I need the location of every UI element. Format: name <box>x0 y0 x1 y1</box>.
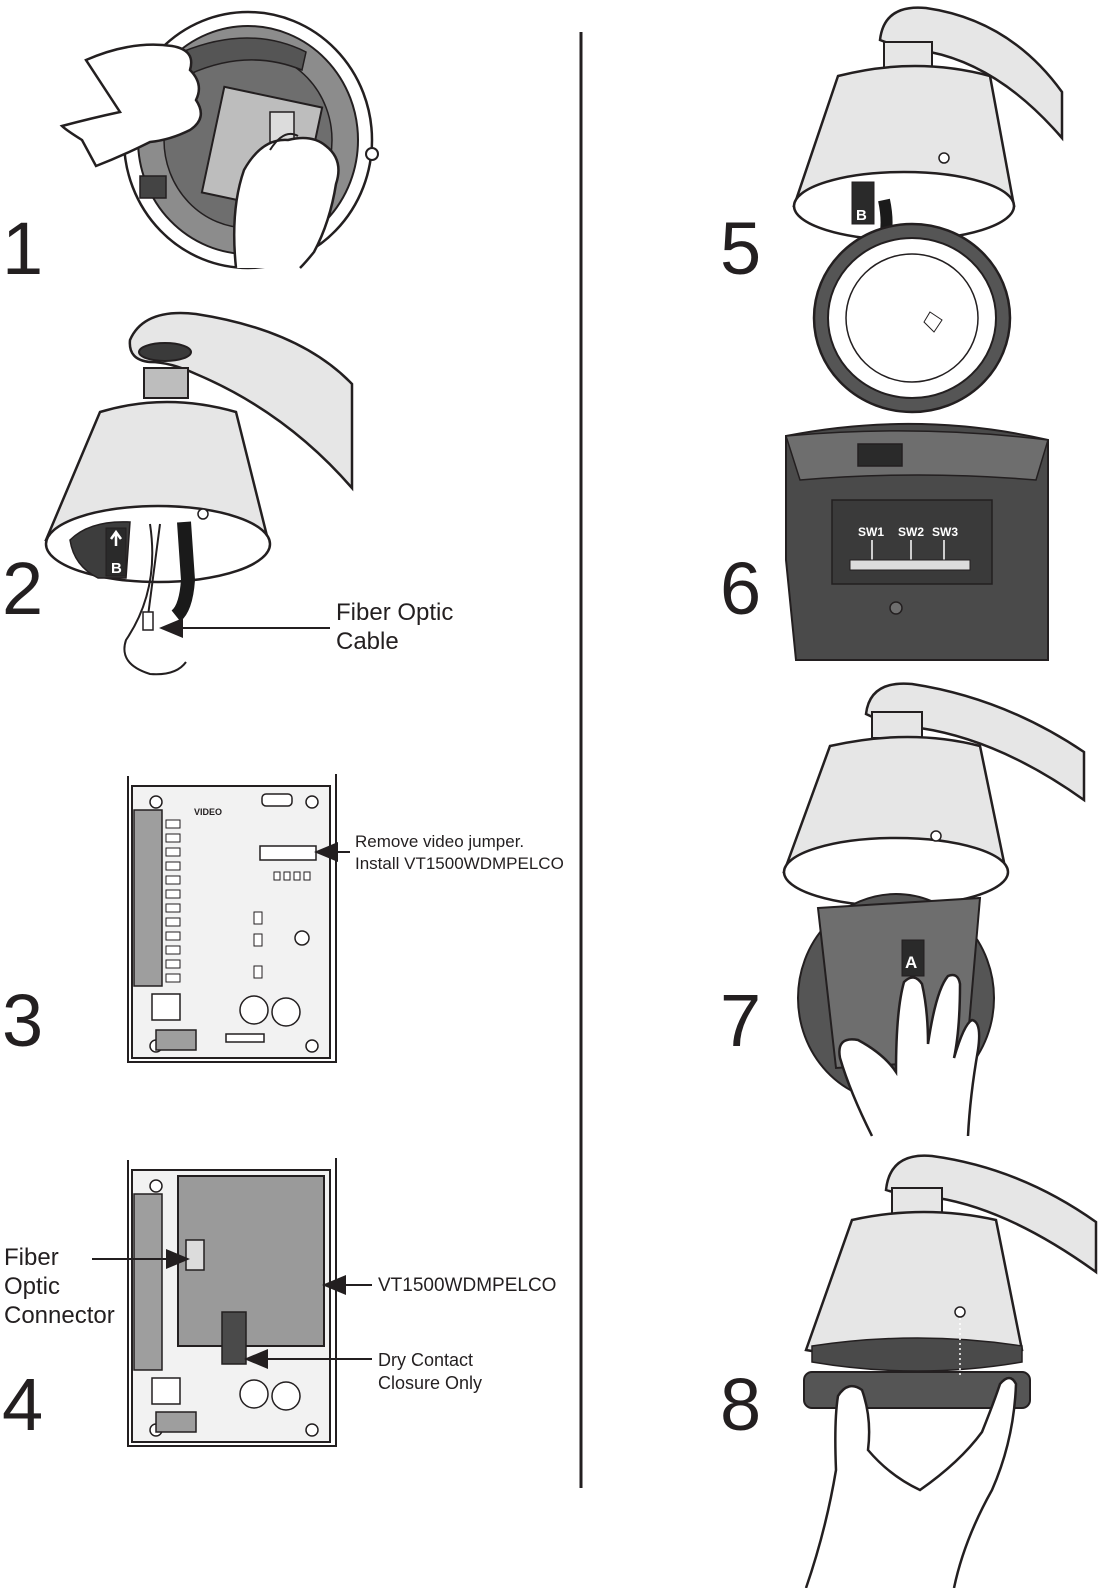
step-number-8: 8 <box>720 1363 762 1446</box>
remove-video-jumper-line-2: Install VT1500WDMPELCO <box>355 854 564 873</box>
step-number-5: 5 <box>720 207 762 290</box>
mark-b-step-5: B <box>856 207 867 224</box>
step-7-illustration: A <box>782 682 1086 1137</box>
mark-a: A <box>905 953 917 972</box>
fiber-optic-cable-label: Fiber Optic Cable <box>336 598 453 656</box>
fiber-optic-connector-label: Fiber Optic Connector <box>4 1243 115 1330</box>
dip-switch-bank <box>849 559 971 571</box>
module-name-label: VT1500WDMPELCO <box>378 1275 557 1296</box>
step-number-3: 3 <box>2 979 44 1062</box>
fiber-optic-connector-line-3: Connector <box>4 1302 115 1329</box>
dry-contact-line-2: Closure Only <box>378 1373 483 1393</box>
step-2-illustration: B <box>44 311 354 676</box>
mark-b-step-2: B <box>111 560 122 577</box>
step-6-illustration: SW1 SW2 SW3 <box>785 422 1049 661</box>
sw1-label: SW1 <box>858 525 884 539</box>
fiber-optic-connector-line-1: Fiber <box>4 1244 59 1271</box>
video-label: VIDEO <box>194 807 222 817</box>
step-3-illustration: VIDEO <box>127 774 350 1063</box>
step-1-illustration <box>59 10 379 270</box>
step-number-2: 2 <box>2 547 44 630</box>
sw3-label: SW3 <box>932 525 958 539</box>
step-number-1: 1 <box>2 207 44 290</box>
fiber-optic-cable-line-1: Fiber Optic <box>336 599 454 626</box>
dry-contact-line-1: Dry Contact <box>378 1350 474 1370</box>
step-number-6: 6 <box>720 547 762 630</box>
dry-contact-label: Dry Contact Closure Only <box>378 1349 482 1395</box>
step-4-illustration <box>92 1158 372 1447</box>
step-number-7: 7 <box>720 979 762 1062</box>
step-number-4: 4 <box>2 1363 44 1446</box>
fiber-optic-cable-line-2: Cable <box>336 628 399 655</box>
step-8-illustration <box>803 1154 1098 1588</box>
remove-video-jumper-line-1: Remove video jumper. <box>355 832 525 851</box>
step-5-illustration: B <box>792 6 1064 414</box>
remove-video-jumper-label: Remove video jumper. Install VT1500WDMPE… <box>355 831 564 875</box>
sw2-label: SW2 <box>898 525 924 539</box>
fiber-optic-connector-line-2: Optic <box>4 1273 61 1300</box>
